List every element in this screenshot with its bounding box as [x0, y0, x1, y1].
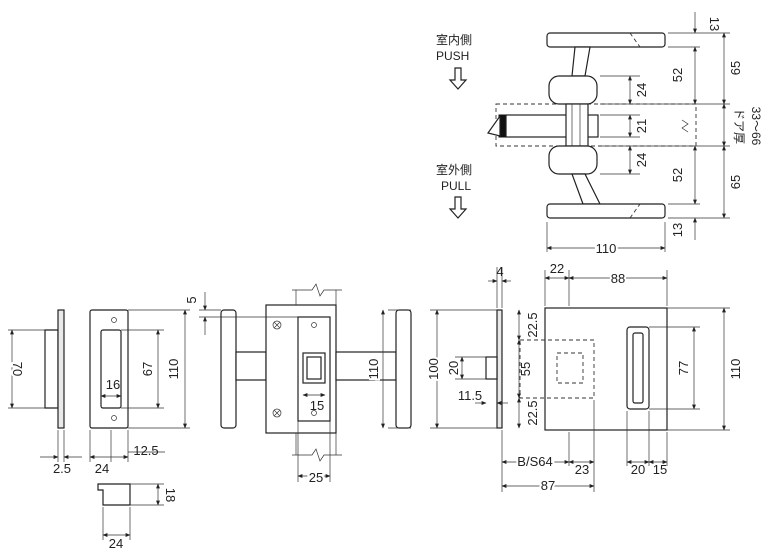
- dim-r-77: 77: [676, 361, 691, 375]
- dim-m-5: 5: [184, 296, 199, 303]
- face-plate: [496, 309, 503, 429]
- strike-opening: [100, 329, 122, 409]
- pull-label: PULL: [441, 179, 471, 193]
- door-break-icon: [681, 119, 689, 133]
- door-thickness-label: ドア厚: [732, 108, 746, 144]
- dim-r-15: 15: [653, 462, 667, 477]
- dim-m-15: 15: [310, 398, 324, 413]
- top-view: 室内側 PUSH 室外側 PULL: [436, 12, 763, 258]
- lower-rose: [548, 145, 598, 175]
- dim-l-12-5: 12.5: [133, 443, 158, 458]
- dim-r-87: 87: [541, 478, 555, 493]
- escutcheon-view: 4 22 88 22.5 100 20 55 11.5 22.5 77 110 …: [424, 261, 743, 495]
- dim-l-18: 18: [163, 488, 178, 502]
- push-arrow-icon: [448, 67, 468, 90]
- dim-r-20: 20: [446, 361, 461, 375]
- dim-r-20b: 20: [631, 462, 645, 477]
- upper-rose: [548, 75, 598, 105]
- dim-top-24b: 24: [634, 153, 649, 167]
- strike-side-profile: [44, 329, 59, 409]
- dim-top-24a: 24: [634, 83, 649, 97]
- dim-r-88: 88: [611, 271, 625, 286]
- upper-lever-neck: [571, 46, 591, 77]
- spindle-block: [565, 103, 589, 147]
- dim-top-21: 21: [634, 119, 649, 133]
- dim-r-11-5: 11.5: [458, 388, 482, 403]
- dim-r-100: 100: [426, 358, 441, 380]
- lock-body-view: 5 15 110 25: [184, 283, 412, 487]
- dim-r-110: 110: [728, 359, 743, 380]
- dim-top-52b: 52: [670, 168, 685, 182]
- dim-l-70: 70: [10, 362, 25, 376]
- outdoor-side-label: 室外側: [436, 162, 472, 177]
- dim-top-65a: 65: [728, 61, 743, 75]
- dim-r-22: 22: [550, 261, 564, 276]
- dim-top-52a: 52: [670, 68, 685, 82]
- dim-top-13a: 13: [707, 17, 722, 31]
- break-bottom-icon: [292, 448, 342, 462]
- dim-l-24a: 24: [95, 461, 109, 476]
- dim-r-55: 55: [518, 362, 533, 376]
- lower-lever: [546, 203, 666, 219]
- dim-r-4: 4: [496, 264, 503, 279]
- dim-top-65b: 65: [728, 175, 743, 189]
- dim-m-110: 110: [366, 359, 381, 380]
- dim-m-25: 25: [309, 470, 323, 485]
- left-handle-rose: [220, 309, 237, 429]
- dim-r-23: 23: [575, 462, 589, 477]
- indoor-side-label: 室内側: [436, 32, 472, 47]
- upper-lever: [546, 32, 666, 48]
- dim-r-22-5a: 22.5: [525, 312, 540, 337]
- strike-box-profile: [97, 483, 131, 506]
- dim-l-2-5: 2.5: [53, 461, 71, 476]
- lower-lever-neck: [571, 173, 601, 205]
- pull-arrow-icon: [448, 196, 468, 219]
- dim-r-bs64: B/S64: [517, 454, 552, 469]
- dim-l-67: 67: [140, 362, 155, 376]
- strike-plate-views: 70 2.5 24 16 67 110 12.5: [8, 309, 190, 551]
- dim-l-16: 16: [106, 377, 120, 392]
- right-handle-rose: [395, 309, 412, 429]
- dim-r-22-5b: 22.5: [525, 400, 540, 425]
- dim-top-110: 110: [596, 241, 617, 256]
- dim-top-13b: 13: [670, 223, 685, 237]
- dim-l-110: 110: [166, 359, 181, 380]
- dim-l-24b: 24: [109, 536, 123, 551]
- break-top-icon: [292, 283, 342, 297]
- push-label: PUSH: [436, 49, 469, 63]
- door-thickness-range: 33～66: [749, 107, 763, 146]
